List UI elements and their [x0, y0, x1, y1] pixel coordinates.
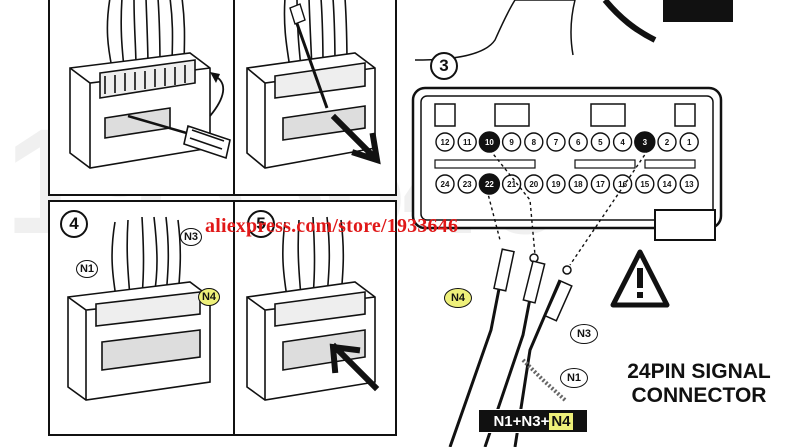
pin-label-12: 12 [441, 138, 450, 147]
screwdriver-icon [293, 17, 329, 109]
panel-step-2 [233, 0, 397, 196]
store-watermark: aliexpress.com/store/1933646 [205, 215, 459, 237]
pin-4: 4 [612, 132, 633, 152]
pin-24: 24 [435, 174, 455, 194]
pin-label-3: 3 [643, 138, 648, 147]
panel-step-4: 4 N1 N3 N4 [48, 200, 235, 436]
pin-label-8: 8 [532, 138, 537, 147]
connector-top-row: 12 11 10 9 8 7 6 5 4 3 2 1 [435, 131, 699, 153]
pin-7: 7 [546, 132, 566, 152]
panel-step-5: 5 [233, 200, 397, 436]
caption-line-1: 24PIN SIGNAL [627, 360, 771, 383]
pin-label-14: 14 [663, 180, 672, 189]
pin-label-11: 11 [463, 138, 472, 147]
pin-16: 16 [612, 174, 633, 194]
combination-n4: N4 [549, 412, 573, 430]
pin-label-10: 10 [485, 138, 494, 147]
warning-icon [610, 249, 670, 308]
push-arrow-icon [329, 342, 380, 392]
pin-label-15: 15 [640, 180, 649, 189]
screwdriver-icon [127, 114, 231, 160]
wire-label-n4: N4 [198, 288, 220, 306]
wire-label-n3: N3 [180, 228, 202, 246]
pin-label-18: 18 [574, 180, 583, 189]
pin-3: 3 [634, 131, 656, 153]
pin-22: 22 [478, 173, 501, 195]
pin-label-20: 20 [529, 180, 538, 189]
pin-8: 8 [524, 132, 544, 152]
pin-label-13: 13 [685, 180, 694, 189]
connector-release-illustration [69, 0, 231, 169]
wire-label-n1-right: N1 [560, 368, 588, 388]
caption-line-2: CONNECTOR [631, 384, 767, 407]
pin-12: 12 [435, 132, 455, 152]
pin-9: 9 [501, 132, 522, 152]
connector-insert-illustration [246, 216, 380, 401]
pin-label-7: 7 [554, 138, 559, 147]
pin-label-23: 23 [463, 180, 472, 189]
pin-label-22: 22 [485, 180, 494, 189]
connector-push-illustration [246, 0, 381, 169]
pin-label-9: 9 [509, 138, 514, 147]
step-4-badge: 4 [60, 210, 88, 238]
connector-caption: 24PIN SIGNAL CONNECTOR [604, 360, 790, 408]
pin-6: 6 [568, 132, 588, 152]
connector-bottom-row: 24 23 22 21 20 19 18 17 16 15 14 13 [435, 173, 699, 195]
step-5-badge: 5 [247, 210, 275, 238]
pin-19: 19 [546, 174, 566, 194]
pin-label-5: 5 [598, 138, 603, 147]
pin-label-16: 16 [618, 180, 627, 189]
pin-1: 1 [679, 132, 699, 152]
wire-label-n1: N1 [76, 260, 98, 278]
combination-prefix: N1+N3+ [493, 412, 550, 430]
pin-label-19: 19 [552, 180, 561, 189]
pin-label-17: 17 [596, 180, 605, 189]
pin-11: 11 [457, 132, 477, 152]
pin-18: 18 [568, 174, 588, 194]
pin-20: 20 [524, 174, 544, 194]
pin-15: 15 [635, 174, 655, 194]
panel-step-1 [48, 0, 235, 196]
pin-17: 17 [590, 174, 611, 194]
pin-21: 21 [501, 174, 522, 194]
pin-label-6: 6 [576, 138, 581, 147]
pin-label-1: 1 [687, 138, 692, 147]
pin-23: 23 [457, 174, 477, 194]
push-arrow-icon [330, 113, 381, 165]
pin-label-24: 24 [441, 180, 450, 189]
curved-arrow-icon [209, 75, 224, 117]
pin-label-21: 21 [507, 180, 516, 189]
pin-label-2: 2 [665, 138, 670, 147]
pin-10: 10 [478, 131, 501, 153]
pin-2: 2 [657, 132, 677, 152]
pin-13: 13 [679, 174, 699, 194]
pin-5: 5 [590, 132, 611, 152]
wire-label-n3-right: N3 [570, 324, 598, 344]
wire-insertion-illustration [67, 216, 211, 401]
pin-14: 14 [657, 174, 677, 194]
wire-label-n4-right: N4 [444, 288, 472, 308]
wire-combination-label: N1+N3+N4 [478, 409, 588, 433]
pin-label-4: 4 [620, 138, 625, 147]
step-3-badge: 3 [430, 52, 458, 80]
